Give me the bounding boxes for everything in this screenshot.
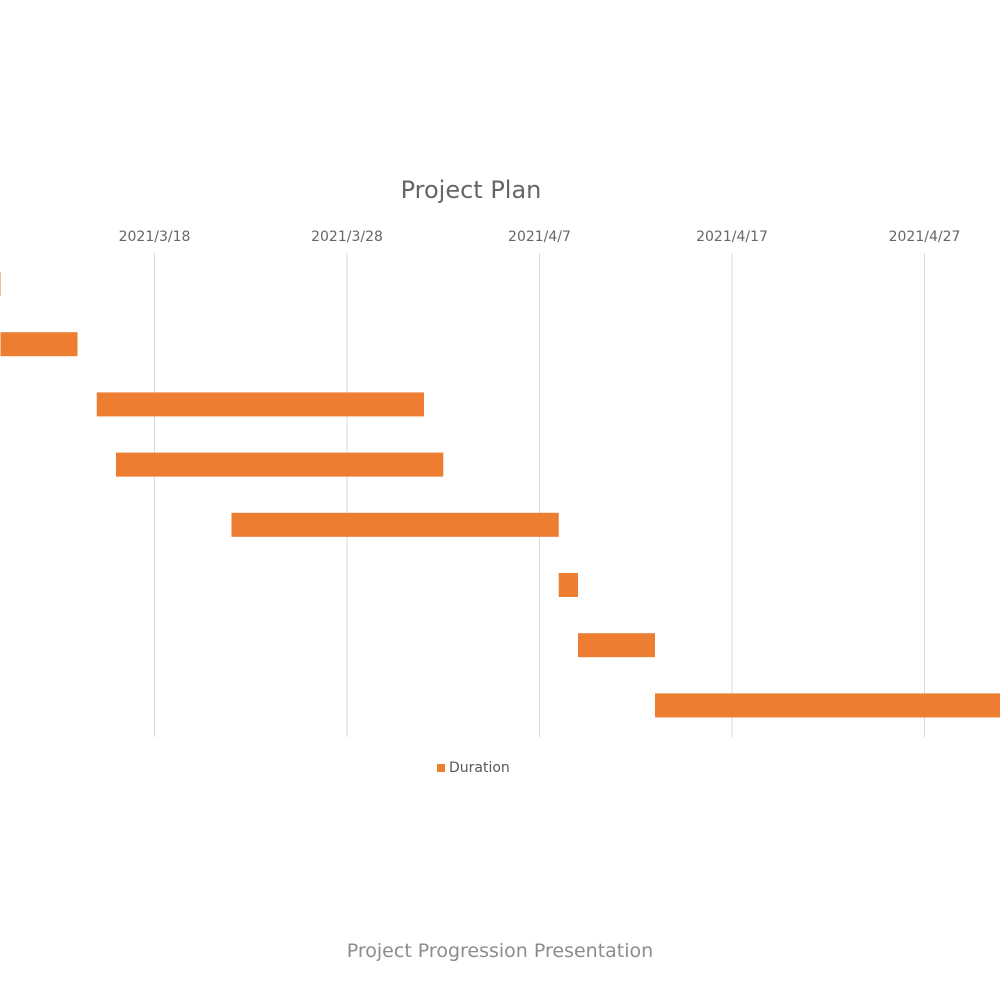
task-bar-5 <box>231 512 559 537</box>
task-bar-6 <box>558 573 578 597</box>
task-bars <box>0 272 1000 718</box>
chart-title: Project Plan <box>400 176 542 204</box>
task-bar-3 <box>96 392 424 417</box>
task-bar-4 <box>116 452 444 477</box>
legend: Duration <box>437 760 510 776</box>
x-tick-label-0: 2021/3/18 <box>119 229 191 245</box>
legend-swatch <box>437 764 445 772</box>
task-bar-2 <box>0 332 78 357</box>
x-axis-ticks: 2021/3/18 2021/3/28 2021/4/7 2021/4/17 2021/… <box>119 229 961 245</box>
x-tick-label-4: 2021/4/27 <box>889 229 961 245</box>
task-bar-1 <box>0 272 1 296</box>
x-tick-label-3: 2021/4/17 <box>696 229 768 245</box>
gridlines <box>154 253 925 737</box>
footer-text: Project Progression Presentation <box>346 940 654 962</box>
task-bar-8 <box>655 693 1000 718</box>
legend-label: Duration <box>449 760 510 776</box>
x-tick-label-1: 2021/3/28 <box>311 229 383 245</box>
task-bar-7 <box>578 633 655 658</box>
x-tick-label-2: 2021/4/7 <box>508 229 571 245</box>
